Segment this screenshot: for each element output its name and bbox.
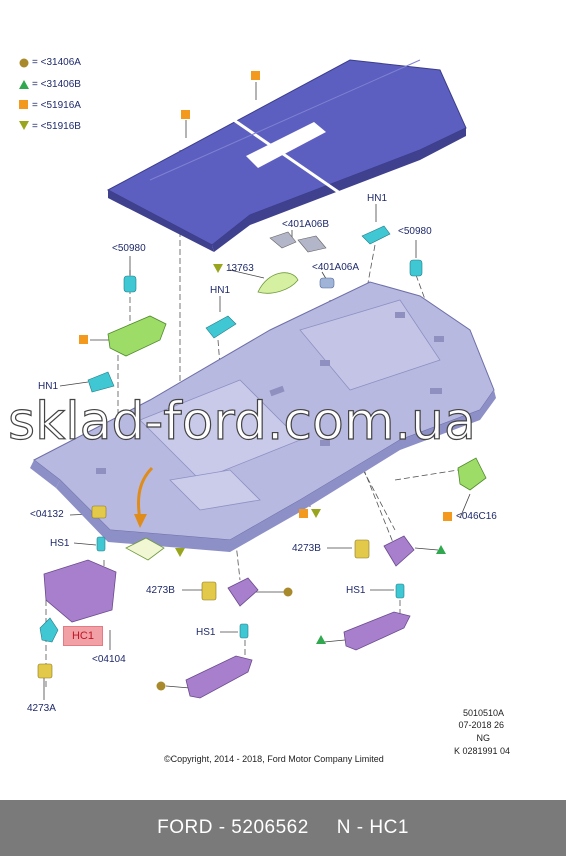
label-4273b-mid: 4273B — [146, 585, 175, 596]
label-50980-left: <50980 — [112, 243, 146, 254]
ref-number: 5010510A — [462, 708, 504, 718]
legend-symbols — [19, 58, 29, 130]
parts-diagram: = <31406A = <31406B = <51916A = <51916B … — [7, 57, 510, 764]
label-4273a: 4273A — [27, 703, 56, 714]
ref-date: 07-2018 26 — [458, 720, 504, 730]
legend-31406b: = <31406B — [32, 79, 81, 90]
footer-part-number: FORD - 5206562 — [157, 817, 309, 838]
legend-31406a: = <31406A — [32, 57, 81, 68]
roof-panel — [106, 59, 467, 252]
label-13763: 13763 — [226, 263, 254, 274]
legend-51916a: = <51916A — [32, 100, 81, 111]
label-401a06b: <401A06B — [282, 219, 329, 230]
label-hs1-right: HS1 — [346, 585, 366, 596]
ref-code: NG — [476, 733, 491, 743]
highlight-hc1[interactable]: HC1 — [63, 626, 103, 646]
label-50980-right: <50980 — [398, 226, 432, 237]
label-hn1-mid: HN1 — [210, 285, 231, 296]
label-04132: <04132 — [30, 509, 64, 520]
label-04104: <04104 — [92, 654, 126, 665]
copyright: ©Copyright, 2014 - 2018, Ford Motor Comp… — [164, 754, 384, 764]
label-4273b-right: 4273B — [292, 543, 321, 554]
label-401a06a: <401A06A — [312, 262, 359, 273]
watermark: sklad-ford.com.ua — [7, 391, 476, 452]
diagram-drawing — [19, 58, 496, 700]
label-hs1-left: HS1 — [50, 538, 70, 549]
small-parts — [37, 225, 487, 699]
solid-leaders — [43, 82, 471, 700]
label-046c16: <046C16 — [456, 511, 497, 522]
label-hn1-top: HN1 — [367, 193, 388, 204]
footer-bar: FORD - 5206562 N - HC1 — [0, 800, 566, 856]
legend-51916b: = <51916B — [32, 121, 81, 132]
footer-part-code: N - HC1 — [336, 817, 409, 838]
headliner — [30, 281, 496, 552]
label-hs1-mid: HS1 — [196, 627, 216, 638]
ref-k-number: K 0281991 04 — [453, 746, 510, 756]
label-hn1-left: HN1 — [38, 381, 59, 392]
callout-symbols — [79, 71, 452, 691]
